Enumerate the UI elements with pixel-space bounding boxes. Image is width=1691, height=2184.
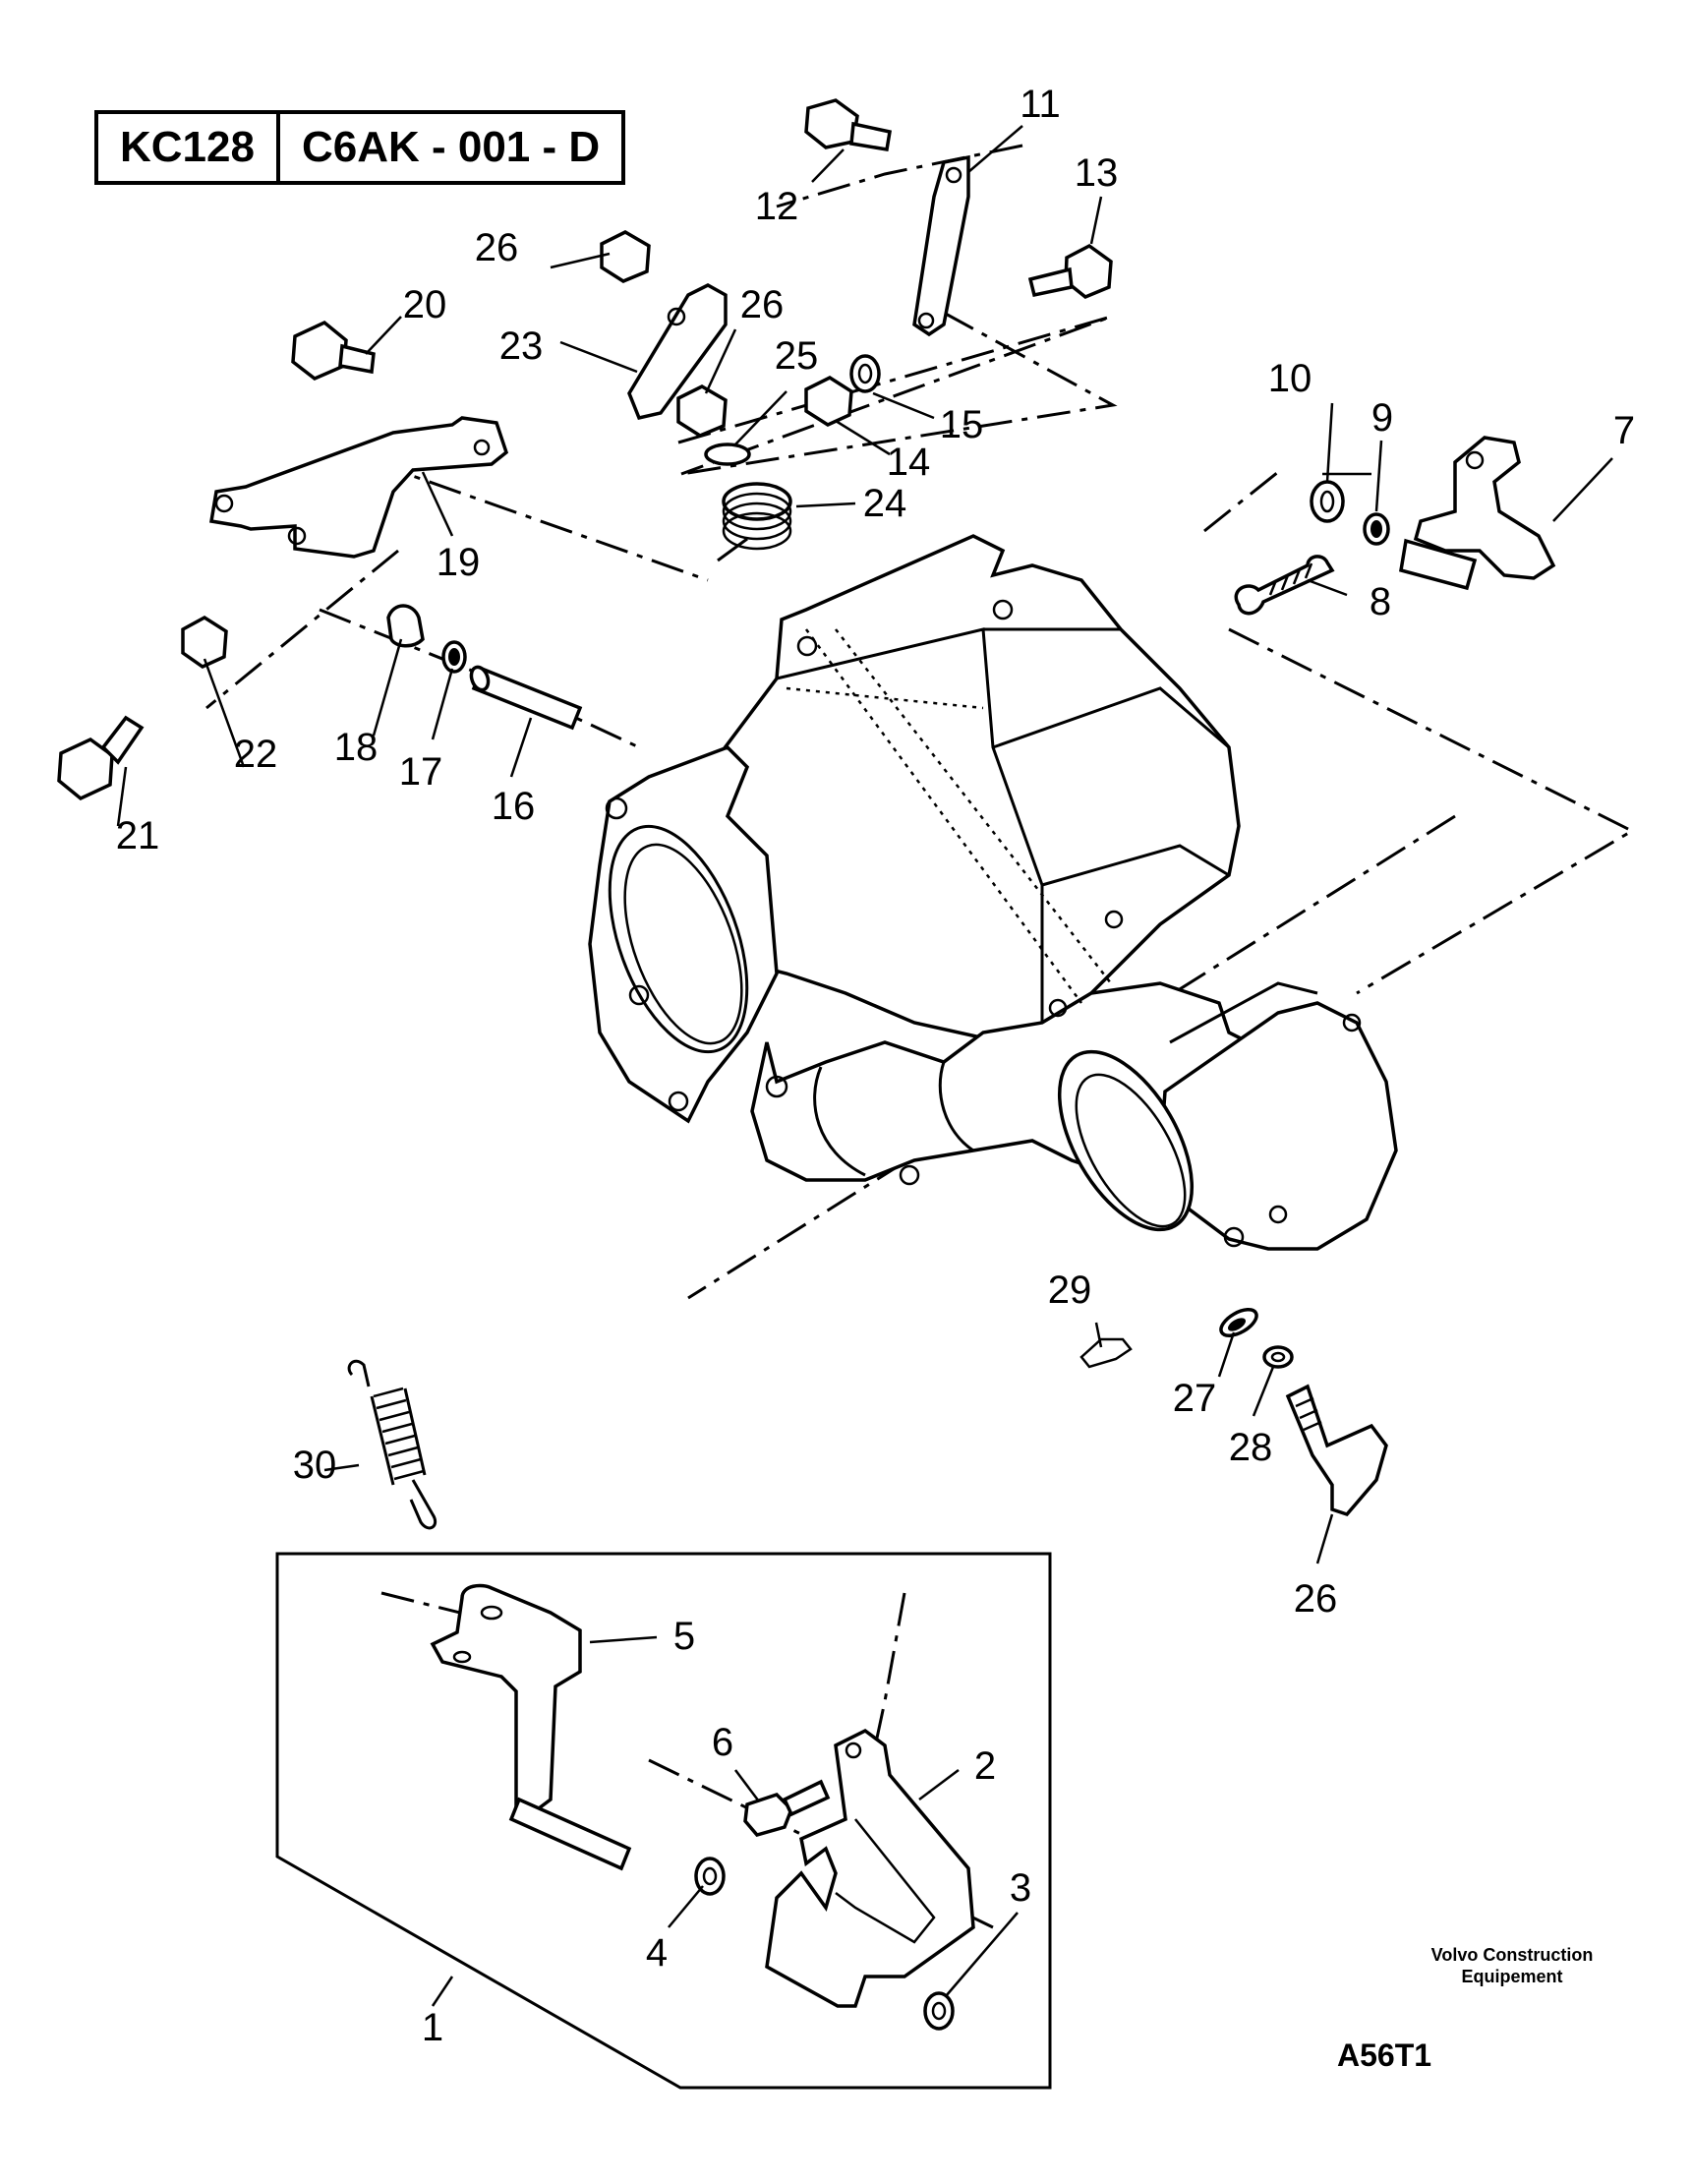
- callout-15: 15: [939, 403, 984, 446]
- washer-15: [849, 354, 881, 393]
- callout-17: 17: [398, 750, 443, 794]
- hex-bolt-20: [291, 320, 376, 382]
- callout-14: 14: [886, 441, 931, 484]
- washer-4: [694, 1857, 726, 1896]
- callout-26-upper: 26: [474, 226, 519, 269]
- washer-17: [441, 640, 467, 674]
- tension-spring-8: [1234, 555, 1335, 616]
- hex-bolt-21: [57, 715, 145, 801]
- bracket-5: [430, 1583, 632, 1871]
- drawing-code: C6AK - 001 - D: [275, 114, 621, 181]
- callout-21: 21: [115, 814, 160, 857]
- callout-16: 16: [491, 785, 536, 828]
- callout-23: 23: [498, 325, 544, 368]
- callout-29: 28: [1228, 1426, 1273, 1469]
- callout-4: 4: [645, 1931, 669, 1975]
- bracket-2: [765, 1728, 975, 2008]
- washer-28: [1219, 1308, 1258, 1337]
- leader-lines: [116, 125, 1613, 2007]
- drawing-header: KC128 C6AK - 001 - D: [94, 110, 626, 185]
- nut-26-lower: [676, 384, 728, 438]
- callout-8: 8: [1369, 580, 1392, 623]
- callout-22: 22: [233, 733, 278, 776]
- hex-bolt-13: [1027, 243, 1113, 300]
- callout-2: 2: [973, 1744, 997, 1788]
- callout-24: 24: [862, 482, 907, 525]
- subassembly-frame-1: [275, 1552, 1052, 2090]
- clip-18: [386, 604, 425, 648]
- callout-19: 19: [436, 541, 481, 584]
- callout-7: 7: [1612, 409, 1636, 452]
- callout-6: 6: [711, 1721, 734, 1764]
- hex-bolt-6: [743, 1779, 831, 1837]
- callout-9: 9: [1370, 396, 1394, 440]
- callout-13: 13: [1074, 151, 1119, 195]
- transmission-housing-icon: [588, 534, 1398, 1251]
- callout-11: 11: [1020, 83, 1061, 126]
- pin-27: [1285, 1384, 1388, 1517]
- nut-22: [181, 615, 228, 670]
- hex-bolt-12: [804, 98, 893, 152]
- washer-10: [1310, 480, 1345, 523]
- model-code: KC128: [120, 123, 255, 171]
- callout-18: 18: [333, 726, 379, 769]
- pin-16: [469, 665, 583, 731]
- credit-line-2: Equipement: [1461, 1967, 1563, 1986]
- washer-3: [923, 1991, 955, 2031]
- nut-14: [804, 375, 853, 427]
- manufacturer-credit: Volvo Construction Equipement: [1394, 1944, 1630, 1987]
- washer-29: [1262, 1345, 1294, 1369]
- callout-26-lower: 26: [739, 283, 785, 326]
- callout-3: 3: [1009, 1866, 1032, 1910]
- lever-7: [1399, 436, 1556, 591]
- figure-reference: A56T1: [1337, 2037, 1432, 2073]
- upper-lever-19: [208, 416, 509, 559]
- nut-26-upper: [600, 230, 651, 283]
- clip-30: [1079, 1337, 1133, 1369]
- callout-20: 20: [402, 283, 447, 326]
- callout-5: 5: [672, 1615, 696, 1658]
- ring-9: [1363, 512, 1390, 546]
- callout-10: 10: [1267, 357, 1312, 400]
- washer-25: [704, 443, 751, 466]
- plate-23: [627, 283, 728, 421]
- credit-line-1: Volvo Construction: [1430, 1945, 1594, 1965]
- link-rod-11: [912, 154, 970, 337]
- tension-spring-31: [347, 1359, 437, 1530]
- callout-28: 27: [1172, 1377, 1217, 1420]
- callout-30: 29: [1047, 1269, 1092, 1312]
- callout-12: 12: [754, 185, 799, 228]
- callout-1: 1: [421, 2006, 444, 2049]
- callout-31: 30: [292, 1444, 337, 1487]
- callout-27: 26: [1293, 1577, 1338, 1621]
- spring-24: [717, 482, 792, 562]
- callout-25: 25: [774, 334, 819, 378]
